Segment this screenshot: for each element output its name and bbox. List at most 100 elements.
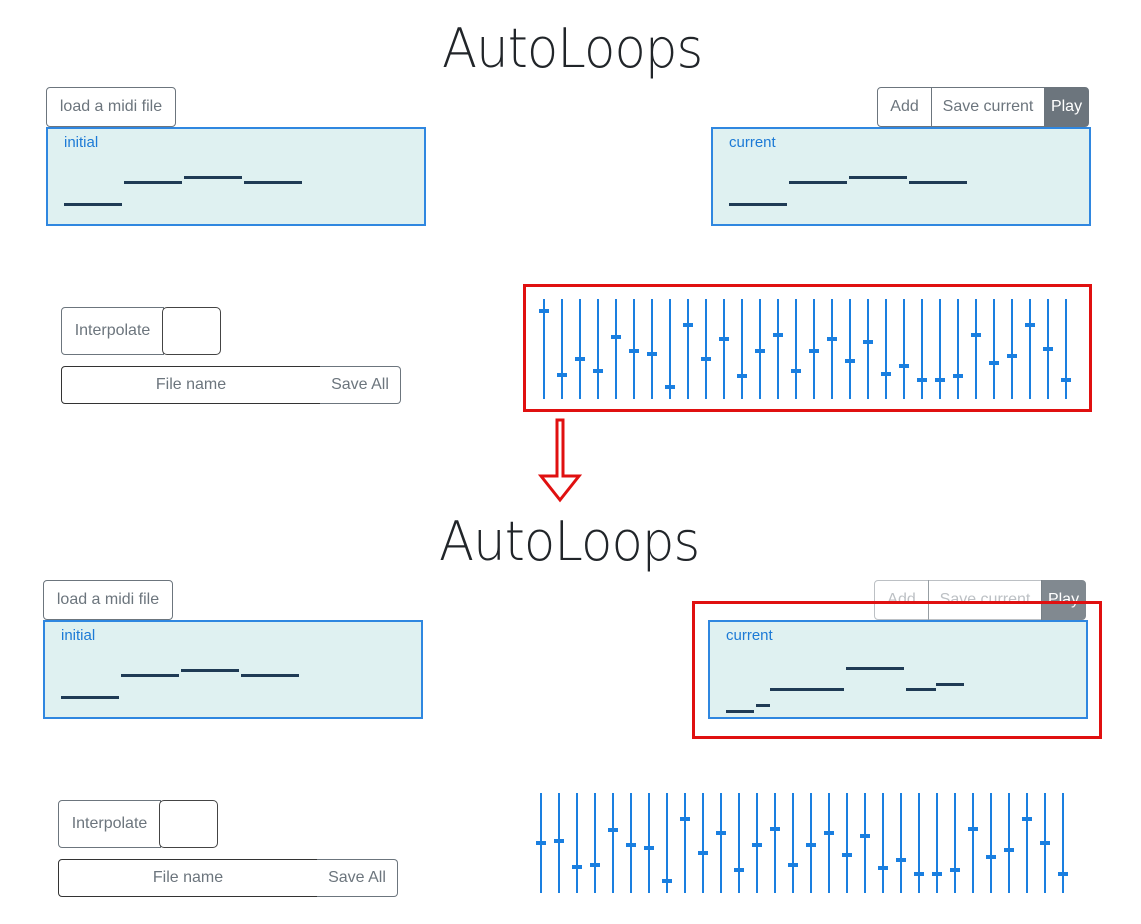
slider-thumb[interactable] <box>575 357 585 361</box>
file-name-input[interactable]: File name <box>61 366 321 404</box>
current-piano-roll[interactable]: current <box>711 127 1091 226</box>
slider-thumb[interactable] <box>950 868 960 872</box>
latent-sliders[interactable] <box>533 791 1073 895</box>
slider-thumb[interactable] <box>989 361 999 365</box>
latent-slider[interactable] <box>860 793 870 893</box>
slider-thumb[interactable] <box>557 373 567 377</box>
latent-slider[interactable] <box>1022 793 1032 893</box>
latent-slider[interactable] <box>935 299 945 399</box>
slider-thumb[interactable] <box>752 843 762 847</box>
slider-thumb[interactable] <box>773 333 783 337</box>
latent-slider[interactable] <box>608 793 618 893</box>
slider-thumb[interactable] <box>827 337 837 341</box>
slider-thumb[interactable] <box>593 369 603 373</box>
load-midi-button[interactable]: load a midi file <box>46 87 176 127</box>
play-button[interactable]: Play <box>1044 87 1089 127</box>
slider-thumb[interactable] <box>899 364 909 368</box>
slider-thumb[interactable] <box>554 839 564 843</box>
save-all-button[interactable]: Save All <box>320 366 401 404</box>
latent-slider[interactable] <box>842 793 852 893</box>
latent-slider[interactable] <box>806 793 816 893</box>
latent-slider[interactable] <box>986 793 996 893</box>
slider-thumb[interactable] <box>647 352 657 356</box>
current-piano-roll[interactable]: current <box>708 620 1088 719</box>
latent-slider[interactable] <box>953 299 963 399</box>
slider-thumb[interactable] <box>824 831 834 835</box>
latent-slider[interactable] <box>1043 299 1053 399</box>
latent-slider[interactable] <box>572 793 582 893</box>
slider-thumb[interactable] <box>539 309 549 313</box>
latent-slider[interactable] <box>932 793 942 893</box>
latent-slider[interactable] <box>737 299 747 399</box>
file-name-input[interactable]: File name <box>58 859 318 897</box>
slider-thumb[interactable] <box>680 817 690 821</box>
save-all-button[interactable]: Save All <box>317 859 398 897</box>
slider-thumb[interactable] <box>932 872 942 876</box>
latent-slider[interactable] <box>629 299 639 399</box>
slider-thumb[interactable] <box>881 372 891 376</box>
slider-thumb[interactable] <box>1004 848 1014 852</box>
load-midi-button[interactable]: load a midi file <box>43 580 173 620</box>
latent-slider[interactable] <box>557 299 567 399</box>
latent-slider[interactable] <box>917 299 927 399</box>
save-current-button[interactable]: Save current <box>931 87 1045 127</box>
slider-thumb[interactable] <box>935 378 945 382</box>
slider-thumb[interactable] <box>665 385 675 389</box>
slider-thumb[interactable] <box>914 872 924 876</box>
slider-thumb[interactable] <box>770 827 780 831</box>
latent-slider[interactable] <box>1007 299 1017 399</box>
latent-slider[interactable] <box>536 793 546 893</box>
latent-slider[interactable] <box>701 299 711 399</box>
slider-thumb[interactable] <box>734 868 744 872</box>
latent-slider[interactable] <box>575 299 585 399</box>
latent-slider[interactable] <box>878 793 888 893</box>
latent-slider[interactable] <box>752 793 762 893</box>
initial-piano-roll[interactable]: initial <box>43 620 423 719</box>
slider-thumb[interactable] <box>644 846 654 850</box>
latent-slider[interactable] <box>863 299 873 399</box>
slider-thumb[interactable] <box>683 323 693 327</box>
latent-slider[interactable] <box>665 299 675 399</box>
slider-thumb[interactable] <box>701 357 711 361</box>
latent-slider[interactable] <box>593 299 603 399</box>
slider-thumb[interactable] <box>1022 817 1032 821</box>
latent-slider[interactable] <box>899 299 909 399</box>
slider-thumb[interactable] <box>842 853 852 857</box>
latent-slider[interactable] <box>1061 299 1071 399</box>
slider-thumb[interactable] <box>662 879 672 883</box>
slider-thumb[interactable] <box>860 834 870 838</box>
latent-slider[interactable] <box>755 299 765 399</box>
slider-thumb[interactable] <box>629 349 639 353</box>
latent-slider[interactable] <box>611 299 621 399</box>
latent-slider[interactable] <box>719 299 729 399</box>
slider-thumb[interactable] <box>611 335 621 339</box>
slider-thumb[interactable] <box>791 369 801 373</box>
slider-thumb[interactable] <box>1043 347 1053 351</box>
slider-thumb[interactable] <box>590 863 600 867</box>
latent-slider[interactable] <box>770 793 780 893</box>
latent-slider[interactable] <box>809 299 819 399</box>
latent-slider[interactable] <box>968 793 978 893</box>
slider-thumb[interactable] <box>716 831 726 835</box>
latent-slider[interactable] <box>950 793 960 893</box>
latent-slider[interactable] <box>1004 793 1014 893</box>
slider-thumb[interactable] <box>1061 378 1071 382</box>
slider-thumb[interactable] <box>878 866 888 870</box>
add-button[interactable]: Add <box>877 87 932 127</box>
latent-slider[interactable] <box>1025 299 1035 399</box>
latent-slider[interactable] <box>626 793 636 893</box>
slider-thumb[interactable] <box>953 374 963 378</box>
latent-slider[interactable] <box>827 299 837 399</box>
slider-thumb[interactable] <box>1007 354 1017 358</box>
slider-thumb[interactable] <box>1025 323 1035 327</box>
slider-thumb[interactable] <box>626 843 636 847</box>
latent-slider[interactable] <box>680 793 690 893</box>
latent-sliders[interactable] <box>536 297 1076 401</box>
slider-thumb[interactable] <box>608 828 618 832</box>
latent-slider[interactable] <box>773 299 783 399</box>
latent-slider[interactable] <box>554 793 564 893</box>
slider-thumb[interactable] <box>572 865 582 869</box>
slider-thumb[interactable] <box>755 349 765 353</box>
slider-thumb[interactable] <box>737 374 747 378</box>
slider-thumb[interactable] <box>1040 841 1050 845</box>
